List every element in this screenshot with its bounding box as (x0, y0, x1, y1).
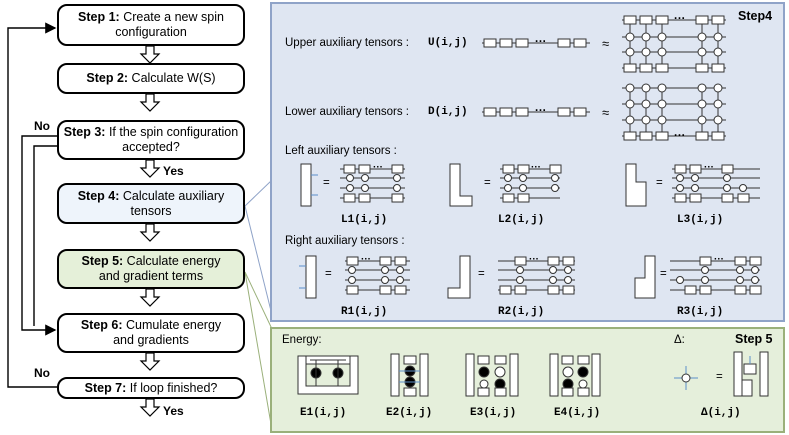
r1-equals: = (325, 268, 332, 280)
step-1-bold: Step 1: (78, 10, 120, 24)
delta-diagram (674, 351, 769, 397)
approx-lower: ≈ (602, 105, 610, 120)
step-2-box: Step 2: Calculate W(S) (57, 63, 245, 94)
step-6-text: Cumulate energy (122, 318, 222, 332)
approx-upper: ≈ (602, 36, 610, 51)
r3-name: R3(i,j) (677, 306, 724, 318)
step-3-line2: accepted? (122, 140, 180, 154)
l1-name: L1(i,j) (341, 214, 388, 226)
down-arrows (139, 45, 161, 417)
step-1-line2: configuration (115, 25, 187, 39)
l1-dots: ··· (373, 162, 383, 173)
lower-chain (482, 107, 590, 117)
step-4-bold: Step 4: (77, 188, 120, 203)
upper-lattice-dots: ··· (674, 13, 686, 25)
r2-grid (498, 256, 575, 295)
l2-dots: ··· (531, 162, 541, 173)
r2-name: R2(i,j) (498, 306, 545, 318)
step4-title: Step4 (738, 9, 773, 23)
step-5-text: Calculate energy (123, 254, 221, 268)
step-5-line2: and gradient terms (98, 269, 204, 283)
no-label-step7: No (34, 366, 50, 380)
e1-name: E1(i,j) (300, 407, 347, 419)
step-2-text: Calculate W(S) (128, 71, 216, 85)
upper-chain (482, 38, 590, 48)
left-aux-diagrams (300, 163, 760, 207)
yes-label-step3: Yes (163, 164, 184, 178)
step-7-box: Step 7: If loop finished? (57, 377, 245, 399)
r3-grid (670, 256, 762, 295)
lower-aux-expr: D(i,j) (428, 106, 468, 118)
e1-diagram (297, 355, 359, 395)
step-1-text: Create a new spin (119, 10, 224, 24)
r3-equals: = (660, 268, 667, 280)
lower-lattice-dots: ··· (674, 130, 686, 142)
l2-equals: = (484, 177, 491, 189)
upper-aux-label: Upper auxiliary tensors : (285, 37, 409, 49)
r1-grid (345, 256, 410, 295)
step-6-line2: and gradients (113, 333, 189, 347)
l3-grid (672, 164, 760, 203)
lower-lattice (622, 83, 726, 141)
e2-diagram (390, 353, 429, 397)
l3-name: L3(i,j) (677, 214, 724, 226)
upper-lattice (622, 15, 726, 73)
r2-dots: ··· (529, 254, 539, 265)
energy-label: Energy: (282, 334, 322, 346)
no-label-step3: No (34, 119, 50, 133)
step-3-text: If the spin configuration (105, 125, 239, 139)
step-7-text: If loop finished? (126, 380, 218, 395)
l2-name: L2(i,j) (498, 214, 545, 226)
r1-dots: ··· (361, 254, 371, 265)
lower-chain-dots: ··· (535, 105, 547, 117)
upper-chain-dots: ··· (535, 36, 547, 48)
step5-title: Step 5 (735, 332, 773, 346)
step-3-bold: Step 3: (63, 125, 106, 139)
step-6-bold: Step 6: (80, 318, 123, 332)
l2-grid (500, 164, 562, 203)
step-4-text: Calculate auxiliary (119, 188, 225, 203)
e3-name: E3(i,j) (470, 407, 517, 419)
delta-equals: = (716, 371, 723, 383)
left-aux-label: Left auxiliary tensors : (285, 145, 397, 157)
step-5-bold: Step 5: (81, 254, 124, 268)
l3-equals: = (656, 177, 663, 189)
step-7-bold: Step 7: (84, 380, 127, 395)
delta-name: Δ(i,j) (701, 407, 741, 419)
yes-label-step7: Yes (163, 404, 184, 418)
delta-label: Δ: (674, 334, 685, 346)
e2-name: E2(i,j) (386, 407, 433, 419)
step-4-line2: tensors (130, 203, 172, 218)
e4-name: E4(i,j) (554, 407, 601, 419)
e4-diagram (549, 353, 601, 397)
e3-diagram (465, 353, 519, 397)
step-2-bold: Step 2: (86, 71, 129, 85)
l1-equals: = (323, 177, 330, 189)
l1-grid (340, 164, 405, 203)
l3-dots: ··· (704, 162, 714, 173)
lower-aux-label: Lower auxiliary tensors : (285, 106, 409, 118)
r1-name: R1(i,j) (341, 306, 388, 318)
upper-aux-expr: U(i,j) (428, 37, 468, 49)
r2-equals: = (478, 268, 485, 280)
right-aux-label: Right auxiliary tensors : (285, 235, 405, 247)
r3-dots: ··· (714, 254, 724, 265)
right-aux-diagrams (299, 255, 762, 299)
